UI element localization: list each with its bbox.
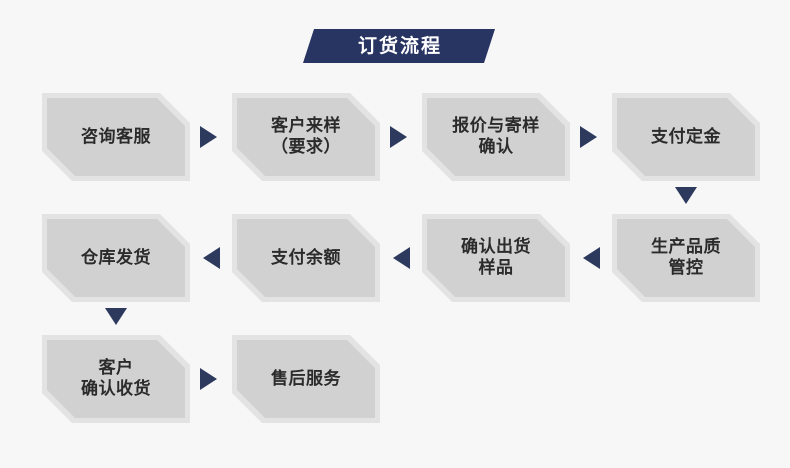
flow-step-n2[interactable]: 客户来样 （要求）: [232, 93, 380, 181]
flow-step-label: 确认出货 样品: [461, 237, 531, 277]
arrow-right-icon: [200, 368, 217, 390]
flow-step-n5[interactable]: 生产品质 管控: [612, 214, 760, 302]
arrow-down-icon: [105, 308, 127, 325]
arrow-left-icon: [203, 247, 220, 269]
flow-step-n8[interactable]: 仓库发货: [42, 214, 190, 302]
flow-step-n9[interactable]: 客户 确认收货: [42, 335, 190, 423]
flow-step-body: 售后服务: [237, 340, 375, 418]
flowchart-title-banner: 订货流程: [303, 29, 495, 63]
flow-step-label: 支付定金: [651, 126, 721, 146]
flow-step-label: 支付余额: [271, 247, 341, 267]
flow-step-n6[interactable]: 确认出货 样品: [422, 214, 570, 302]
flow-step-n10[interactable]: 售后服务: [232, 335, 380, 423]
arrow-right-icon: [390, 126, 407, 148]
flow-step-label: 报价与寄样 确认: [452, 116, 540, 156]
flow-step-body: 客户来样 （要求）: [237, 98, 375, 176]
flow-step-label: 咨询客服: [81, 126, 151, 146]
flow-step-body: 确认出货 样品: [427, 219, 565, 297]
flow-step-body: 客户 确认收货: [47, 340, 185, 418]
flow-step-body: 生产品质 管控: [617, 219, 755, 297]
flow-step-label: 售后服务: [271, 368, 341, 388]
flow-step-n3[interactable]: 报价与寄样 确认: [422, 93, 570, 181]
arrow-right-icon: [200, 126, 217, 148]
flow-step-n4[interactable]: 支付定金: [612, 93, 760, 181]
flow-step-n1[interactable]: 咨询客服: [42, 93, 190, 181]
flow-step-label: 客户 确认收货: [81, 358, 151, 398]
flow-step-body: 仓库发货: [47, 219, 185, 297]
arrow-down-icon: [675, 187, 697, 204]
arrow-left-icon: [583, 247, 600, 269]
flow-step-label: 仓库发货: [81, 247, 151, 267]
flow-step-n7[interactable]: 支付余额: [232, 214, 380, 302]
flow-step-body: 咨询客服: [47, 98, 185, 176]
arrow-left-icon: [393, 247, 410, 269]
flow-step-body: 支付余额: [237, 219, 375, 297]
flowchart-title-text: 订货流程: [357, 35, 442, 57]
flow-step-label: 客户来样 （要求）: [271, 116, 341, 156]
arrow-right-icon: [580, 126, 597, 148]
flow-step-body: 报价与寄样 确认: [427, 98, 565, 176]
flow-step-body: 支付定金: [617, 98, 755, 176]
flow-step-label: 生产品质 管控: [651, 237, 721, 277]
